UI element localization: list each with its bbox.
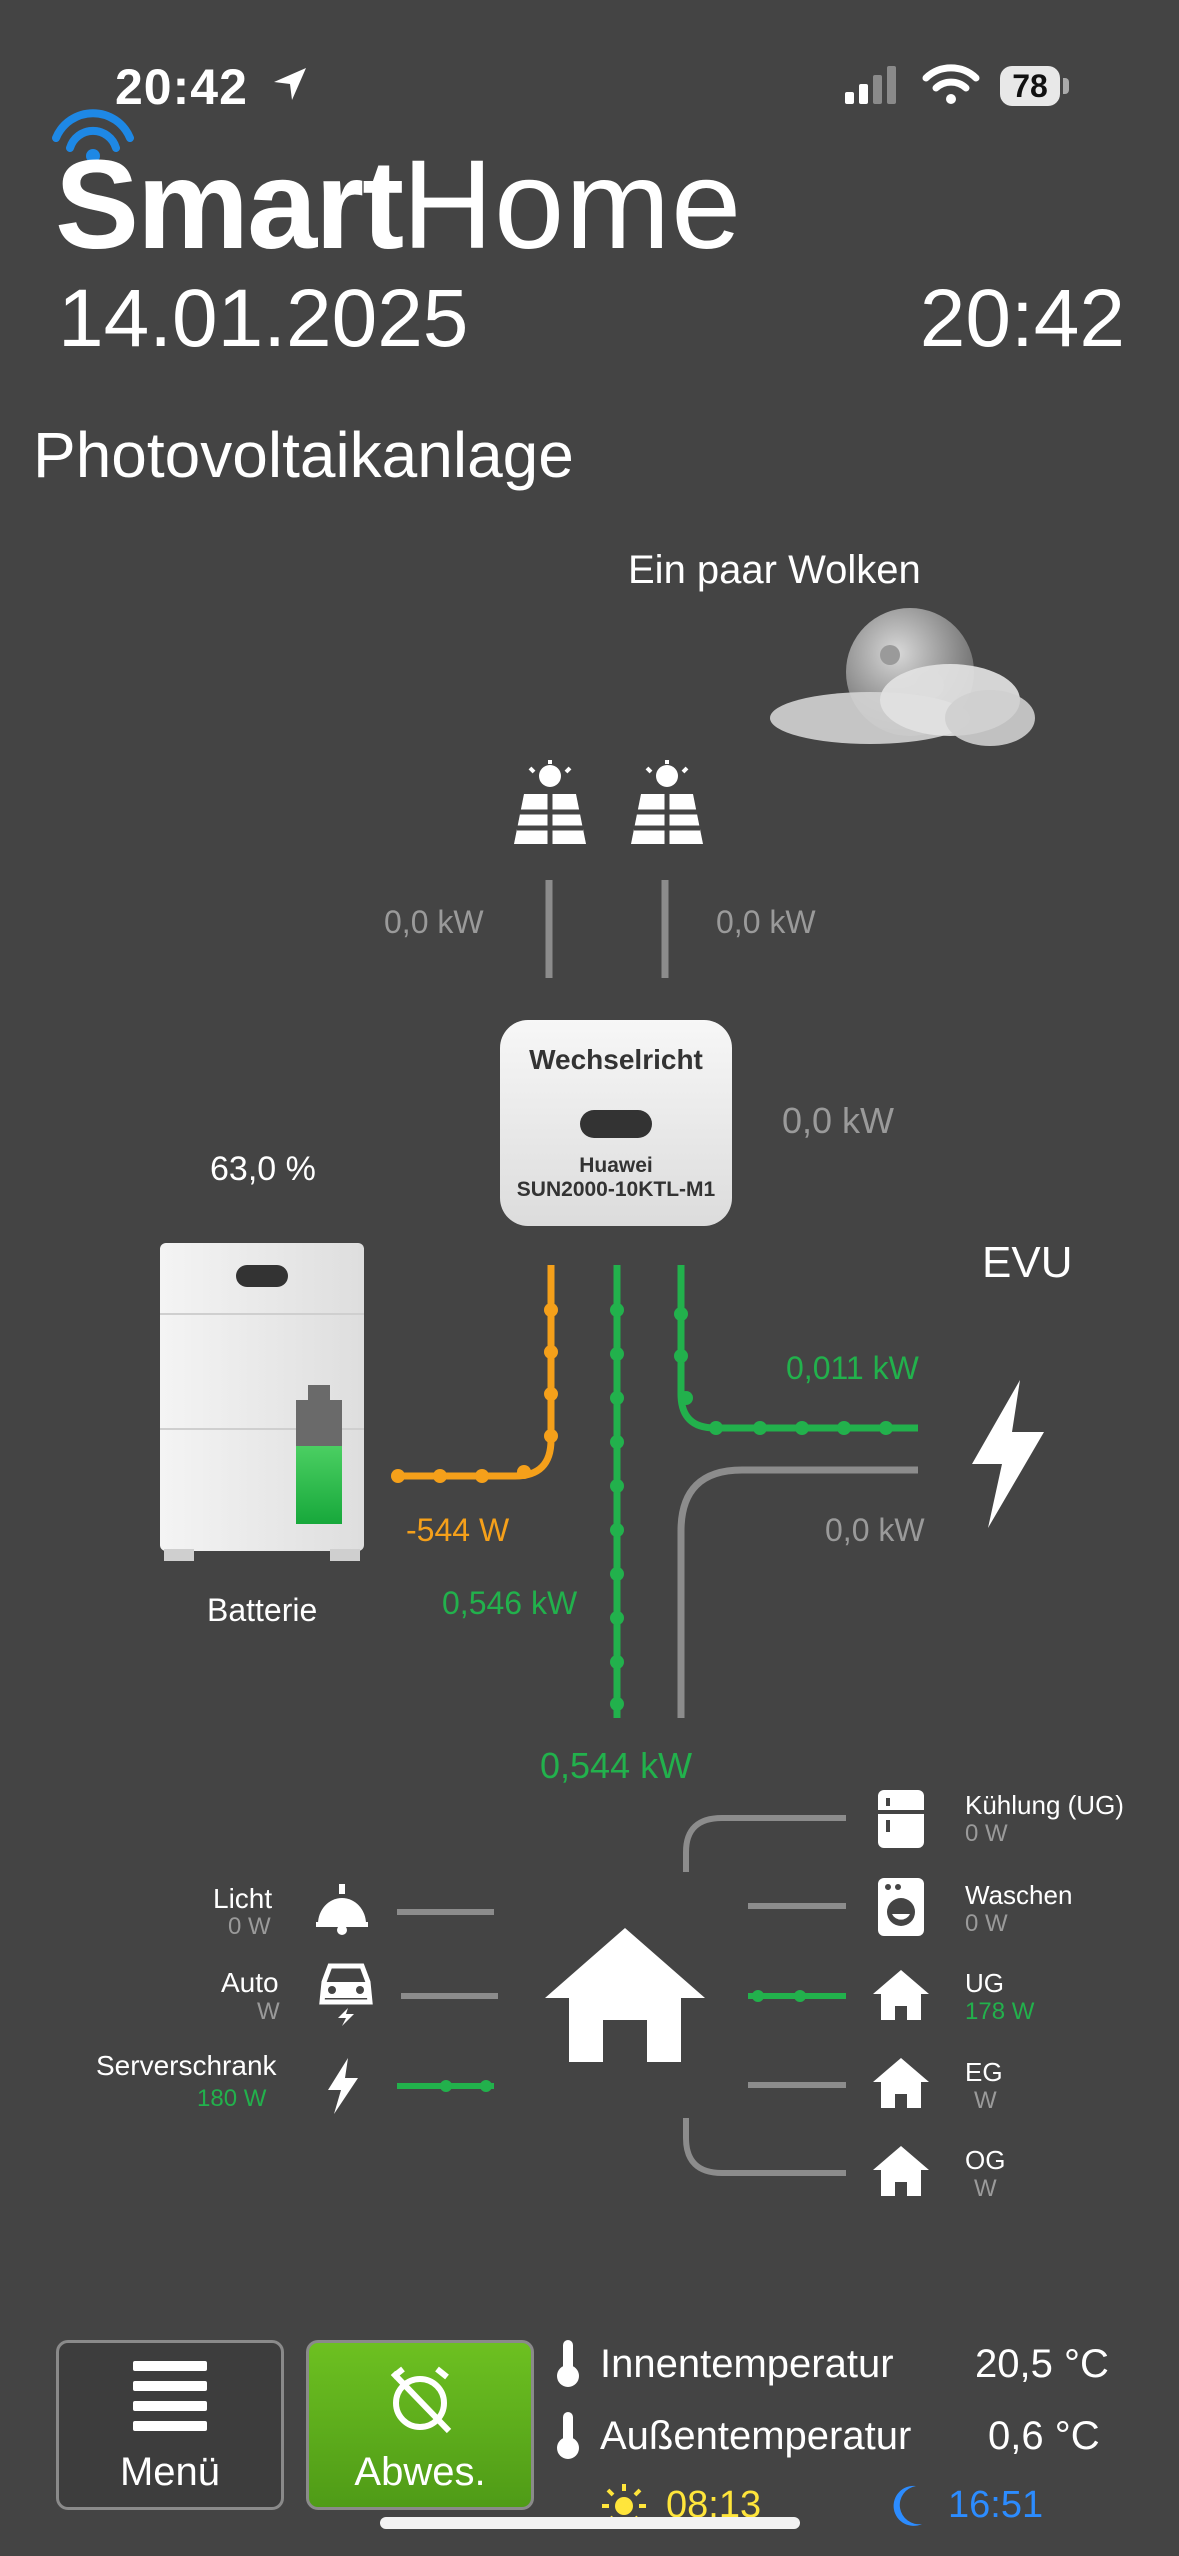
cellular-signal-icon — [845, 66, 896, 104]
battery-label: Batterie — [207, 1592, 318, 1628]
moon-cloud-icon — [770, 608, 1035, 746]
consumer-licht-label: Licht — [213, 1883, 273, 1914]
battery-seam — [160, 1313, 364, 1315]
sunset-time: 16:51 — [948, 2484, 1044, 2526]
washing-machine-icon[interactable] — [878, 1878, 924, 1936]
house-icon[interactable] — [543, 1926, 707, 2064]
battery-indicator: 78 — [1000, 66, 1060, 106]
home-indicator[interactable] — [380, 2517, 800, 2529]
inverter-model-number: SUN2000-10KTL-M1 — [516, 1178, 716, 1201]
away-button[interactable]: Abwes. — [306, 2340, 534, 2510]
grid-feed-line — [677, 1265, 918, 1432]
logo-smart: Smart — [55, 134, 404, 275]
battery-soc: 63,0 % — [210, 1150, 316, 1188]
house-og-icon[interactable] — [873, 2146, 929, 2196]
consumer-eg-value: W — [974, 2087, 997, 2114]
grid-feed-power: 0,011 kW — [786, 1350, 919, 1386]
inverter-brand: Huawei — [579, 1154, 653, 1177]
consumer-ug-value: 178 W — [965, 1998, 1035, 2025]
inverter-display — [580, 1110, 652, 1138]
battery-level-icon-cap — [308, 1385, 330, 1400]
menu-icon — [133, 2361, 207, 2431]
battery-badge — [236, 1265, 288, 1287]
ceiling-lamp-icon[interactable] — [314, 1884, 370, 1936]
grid-feed-dots — [674, 1307, 893, 1435]
house-ug-icon[interactable] — [873, 1970, 929, 2020]
grid-draw-line — [677, 1466, 918, 1718]
electric-car-icon[interactable] — [318, 1960, 374, 2026]
weather-description: Ein paar Wolken — [628, 548, 921, 592]
header-date: 14.01.2025 — [58, 273, 469, 364]
consumer-kuehlung-value: 0 W — [965, 1820, 1008, 1847]
inverter-title: Wechselricht — [529, 1044, 703, 1075]
consumer-ug-label: UG — [965, 1968, 1004, 1998]
grid-draw-power: 0,0 kW — [825, 1512, 925, 1548]
battery-flow-line — [396, 1265, 555, 1480]
moon-icon — [893, 2485, 922, 2526]
outdoor-temp-value: 0,6 °C — [988, 2414, 1100, 2458]
solar-right-power: 0,0 kW — [716, 904, 816, 940]
battery-foot — [330, 1549, 360, 1561]
consumer-auto-value: W — [257, 1998, 280, 2025]
solar-panel-icon-left — [514, 760, 586, 844]
status-time: 20:42 — [115, 59, 248, 115]
outdoor-temp-label: Außentemperatur — [600, 2414, 912, 2458]
grid-lightning-icon[interactable] — [966, 1380, 1048, 1528]
inverter-house-power: 0,546 kW — [442, 1585, 578, 1621]
smarthome-logo: SmartHome — [55, 140, 742, 270]
consumer-eg-label: EG — [965, 2057, 1003, 2087]
menu-label: Menü — [119, 2450, 221, 2494]
og-line — [683, 2118, 846, 2176]
consumer-serverschrank-label: Serverschrank — [96, 2050, 277, 2081]
lightning-icon[interactable] — [326, 2058, 360, 2114]
house-eg-icon[interactable] — [873, 2058, 929, 2108]
logo-home: Home — [402, 134, 743, 275]
consumer-kuehlung-label: Kühlung (UG) — [965, 1790, 1124, 1820]
alarm-off-icon — [390, 2366, 452, 2434]
battery-level-fill — [296, 1446, 342, 1524]
ug-dots — [752, 1990, 806, 2002]
battery-foot — [164, 1549, 194, 1561]
consumer-og-label: OG — [965, 2145, 1006, 2175]
inverter-device[interactable]: Wechselricht Huawei SUN2000-10KTL-M1 — [500, 1020, 732, 1226]
thermometer-icon-indoor — [557, 2340, 579, 2387]
wifi-logo-icon — [52, 109, 134, 163]
solar-left-power: 0,0 kW — [384, 904, 484, 940]
kuehlung-line — [683, 1815, 846, 1872]
consumer-licht-value: 0 W — [228, 1913, 271, 1940]
away-label: Abwes. — [354, 2450, 486, 2494]
consumer-auto-label: Auto — [221, 1967, 279, 1998]
thermometer-icon-outdoor — [557, 2412, 579, 2459]
consumer-waschen-value: 0 W — [965, 1910, 1008, 1937]
wifi-icon — [922, 64, 980, 104]
location-arrow-icon — [274, 68, 306, 100]
house-consumption: 0,544 kW — [540, 1745, 693, 1786]
consumer-serverschrank-value: 180 W — [197, 2085, 267, 2112]
battery-nub — [1063, 78, 1069, 94]
solar-panel-icon-right — [631, 760, 703, 844]
indoor-temp-value: 20,5 °C — [975, 2342, 1109, 2386]
battery-seam — [160, 1428, 364, 1430]
inverter-model: Huawei SUN2000-10KTL-M1 — [510, 1154, 722, 1202]
header-time: 20:42 — [919, 273, 1125, 364]
menu-button[interactable]: Menü — [56, 2340, 284, 2510]
consumer-og-value: W — [974, 2175, 997, 2202]
battery-power: -544 W — [406, 1512, 510, 1548]
battery-flow-dots — [391, 1303, 558, 1483]
grid-label: EVU — [982, 1238, 1073, 1287]
inverter-power: 0,0 kW — [782, 1100, 895, 1141]
indoor-temp-label: Innentemperatur — [600, 2342, 894, 2386]
page-title: Photovoltaikanlage — [33, 419, 574, 491]
fridge-icon[interactable] — [878, 1790, 924, 1848]
serverschrank-dots — [440, 2080, 492, 2092]
consumer-waschen-label: Waschen — [965, 1880, 1073, 1910]
inverter-house-dots — [610, 1303, 624, 1711]
